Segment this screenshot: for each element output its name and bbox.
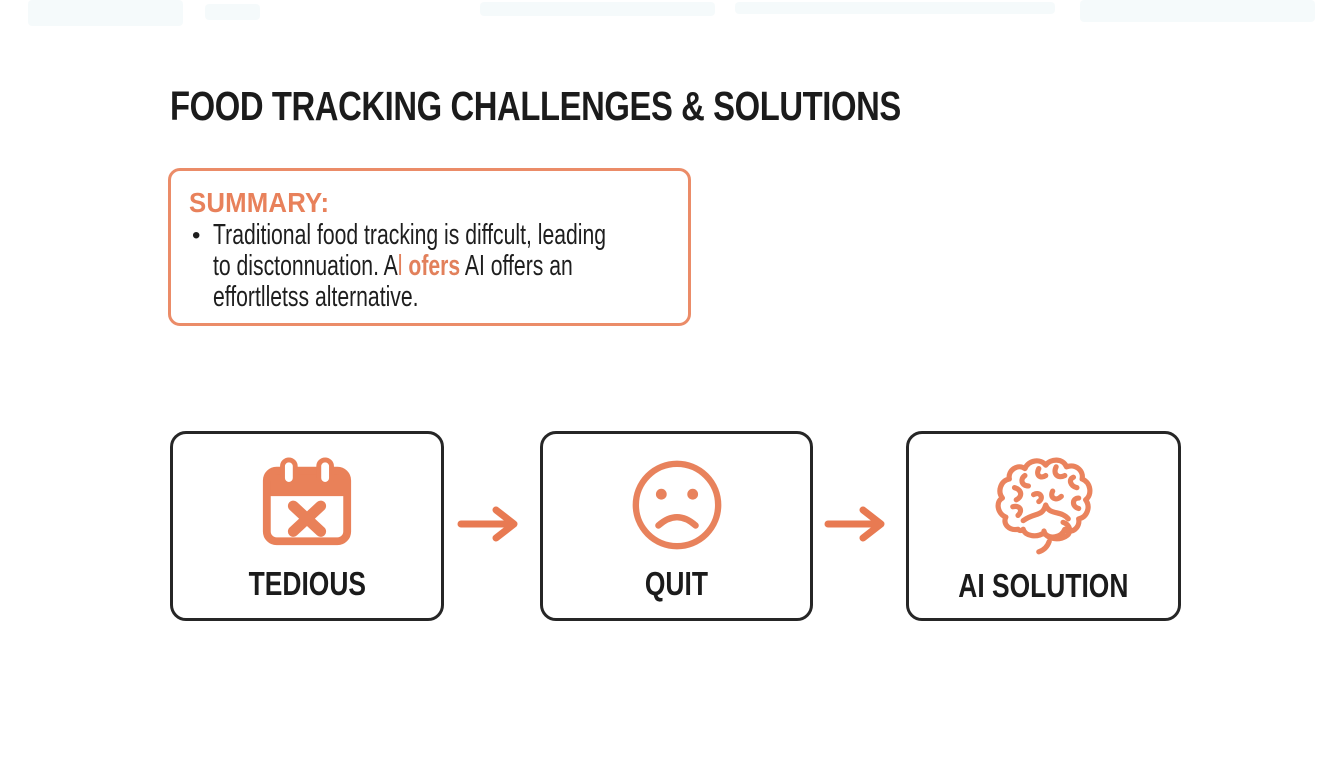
- right-arrow-icon: [822, 503, 892, 545]
- step-label: TEDIOUS: [248, 565, 366, 602]
- brain-icon: [992, 455, 1096, 560]
- background-artifact: [735, 2, 1055, 14]
- step-box-ai-solution: AI SOLUTION: [906, 431, 1181, 621]
- summary-heading: SUMMARY:: [189, 187, 330, 218]
- step-label: QUIT: [644, 565, 709, 602]
- summary-line-3: effortlletss alternative.: [213, 281, 419, 313]
- right-arrow-icon: [455, 503, 525, 545]
- step-box-tedious: TEDIOUS: [170, 431, 444, 621]
- sad-face-icon: [628, 455, 726, 558]
- page-title: FOOD TRACKING CHALLENGES & SOLUTIONS: [170, 83, 901, 129]
- summary-callout: SUMMARY: • Traditional food tracking is …: [168, 168, 691, 326]
- highlighted-text: ofers: [402, 250, 461, 282]
- bullet-marker: •: [192, 222, 201, 249]
- background-artifact: [28, 0, 183, 26]
- step-label: AI SOLUTION: [958, 567, 1129, 604]
- background-artifact: [1080, 0, 1315, 22]
- summary-text: Traditional food tracking is diffcult, l…: [213, 220, 751, 313]
- summary-line-1: Traditional food tracking is diffcult, l…: [213, 219, 607, 251]
- background-artifact: [480, 2, 715, 16]
- background-artifact: [205, 4, 260, 20]
- highlighted-text: l: [397, 250, 403, 282]
- step-box-quit: QUIT: [540, 431, 813, 621]
- calendar-x-icon: [258, 455, 356, 558]
- summary-bullet: • Traditional food tracking is diffcult,…: [189, 220, 674, 313]
- summary-line-2: to disctonnuation. Al ofers AI offers an: [213, 250, 573, 282]
